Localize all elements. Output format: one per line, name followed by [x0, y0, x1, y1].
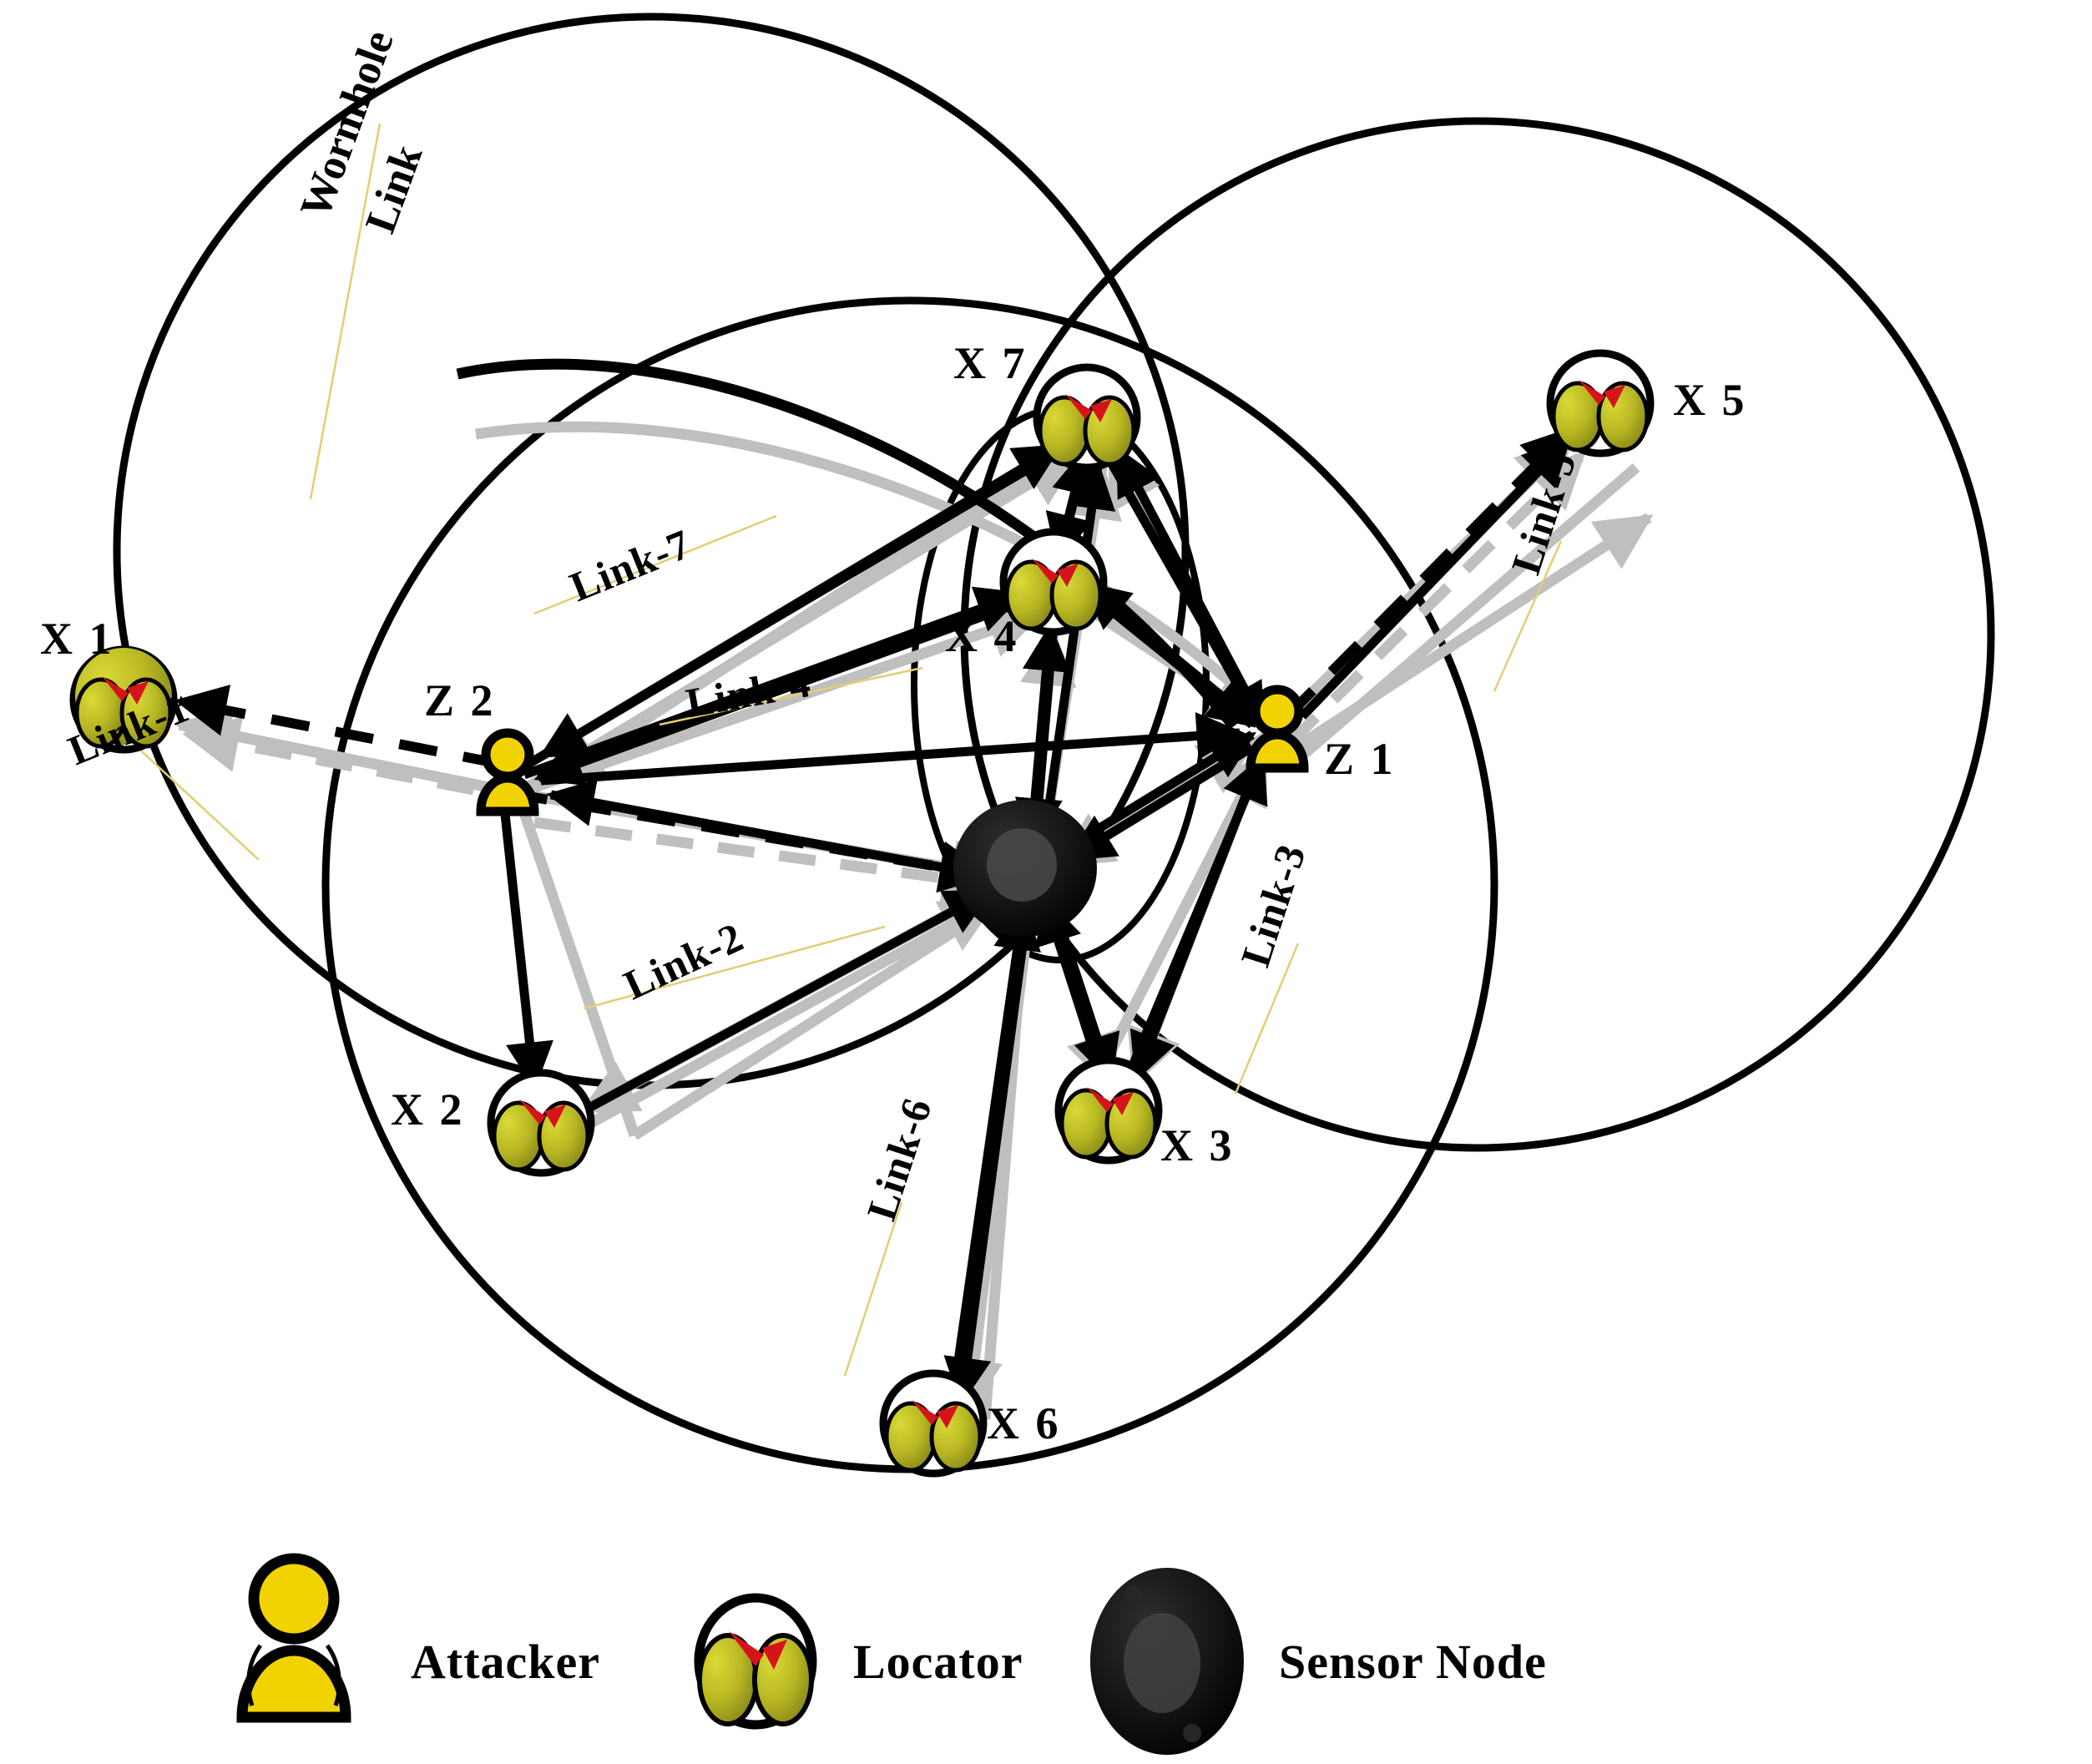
black-link-z2-x4 [523, 586, 1025, 780]
range-circle-bottom [321, 296, 1498, 1473]
black-link-z2-z1 [540, 711, 1245, 786]
node-label-X5: X 5 [1673, 375, 1747, 425]
gray-link-x2-s [573, 897, 998, 1136]
attacker-node-Z1[interactable] [1246, 685, 1309, 773]
black-link-s-z1 [1056, 730, 1256, 857]
node-label-X7: X 7 [953, 338, 1028, 388]
node-label-Z1: Z 1 [1324, 734, 1396, 784]
leader-link6 [843, 1201, 903, 1377]
gray-link-x3-z1 [1089, 746, 1270, 1088]
leader-link3 [1234, 943, 1300, 1094]
gray-dashed-group [182, 451, 1586, 907]
legend-sensor-node-icon [1090, 1568, 1244, 1755]
locator-node-X5[interactable] [1546, 349, 1655, 457]
legend-locator-icon [694, 1593, 817, 1730]
black-link-z2-x2 [500, 813, 553, 1090]
leader-lines [98, 123, 1563, 1377]
legend-label-attacker: Attacker [411, 1635, 601, 1689]
black-dashed-z2-x1 [174, 685, 503, 769]
black-link-x3-z1 [1124, 753, 1268, 1078]
node-label-X4: X 4 [945, 611, 1019, 661]
black-dashed-group [174, 426, 1575, 893]
locator-node-X6[interactable] [879, 1369, 988, 1478]
locator-node-X4[interactable] [999, 528, 1108, 636]
gray-plain-4 [1298, 463, 1640, 760]
black-link-x7-z2 [538, 451, 1054, 760]
black-link-group [500, 437, 1571, 1406]
wormhole-link-curve [456, 358, 1239, 730]
black-link-s-x6 [943, 901, 1033, 1406]
gray-dashed-z1-x5 [1286, 451, 1586, 747]
leader-link2 [584, 925, 886, 1010]
legend-attacker-icon [236, 1553, 351, 1723]
legend-label-locator: Locator [853, 1635, 1023, 1689]
gray-wormhole-curve [475, 421, 1306, 756]
black-dashed-z2-s [508, 788, 993, 893]
gray-link-x7-z2 [546, 446, 1064, 786]
leader-link5 [1493, 540, 1563, 692]
gray-dashed-z2-s [533, 816, 999, 907]
locator-node-X3[interactable] [1054, 1056, 1163, 1165]
black-link-x2-s [582, 887, 994, 1115]
node-label-X6: X 6 [987, 1398, 1061, 1448]
sensor-node-S1[interactable] [953, 800, 1097, 937]
node-label-Z2: Z 2 [424, 675, 496, 725]
node-label-X1: X 1 [40, 614, 114, 664]
locator-node-X1[interactable] [69, 645, 178, 754]
locator-node-X2[interactable] [487, 1069, 595, 1177]
black-link-x4-z2 [533, 598, 1022, 786]
attacker-node-Z2[interactable] [476, 728, 539, 816]
node-label-X3: X 3 [1160, 1120, 1235, 1170]
leader-wormhole [309, 123, 382, 500]
black-link-z1-x5 [1299, 437, 1571, 720]
legend-label-sensor-node: Sensor Node [1279, 1635, 1547, 1689]
gray-plain-2 [631, 880, 1030, 1140]
leader-link7 [533, 514, 777, 615]
black-dashed-z1-x5 [1281, 426, 1575, 722]
locator-node-X7[interactable] [1033, 363, 1141, 472]
leader-link4 [659, 666, 923, 726]
black-link-x6-s [948, 902, 1042, 1397]
node-label-X2: X 2 [391, 1084, 465, 1135]
gray-plain-1 [512, 791, 640, 1138]
